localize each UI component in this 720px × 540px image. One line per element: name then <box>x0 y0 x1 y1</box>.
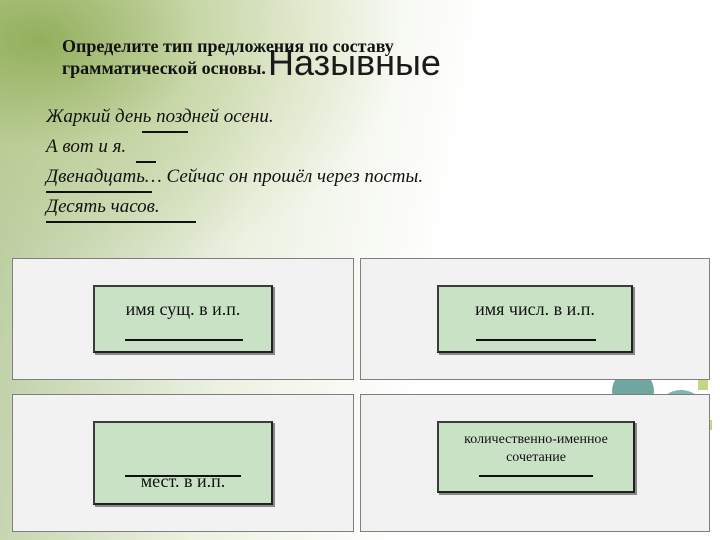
sentence-list: Жаркий день поздней осени. А вот и я. Дв… <box>46 106 423 226</box>
subject-underline <box>46 191 152 193</box>
card-noun: имя сущ. в и.п. <box>12 258 354 380</box>
card-numeral-underline <box>476 339 596 341</box>
card-quantitative-underline <box>479 475 593 477</box>
card-quantitative: количественно-именное сочетание <box>360 394 710 532</box>
sentence-4: Десять часов. <box>46 196 423 226</box>
card-pronoun-underline <box>125 475 241 477</box>
card-numeral: имя числ. в и.п. <box>360 258 710 380</box>
card-noun-underline <box>125 339 243 341</box>
sentence-2: А вот и я. <box>46 136 423 166</box>
card-pronoun: мест. в и.п. <box>12 394 354 532</box>
subject-underline <box>46 221 196 223</box>
card-numeral-label: имя числ. в и.п. <box>475 299 595 319</box>
subject-underline <box>136 161 156 163</box>
card-noun-label: имя сущ. в и.п. <box>125 299 241 319</box>
sentence-1: Жаркий день поздней осени. <box>46 106 423 136</box>
sentence-3: Двенадцать… Сейчас он прошёл через посты… <box>46 166 423 196</box>
overlay-word: Назывные <box>268 42 441 83</box>
card-quantitative-label: количественно-именное сочетание <box>464 432 608 465</box>
subject-underline <box>142 131 188 133</box>
slide-title: Определите тип предложения по составу гр… <box>62 36 394 78</box>
